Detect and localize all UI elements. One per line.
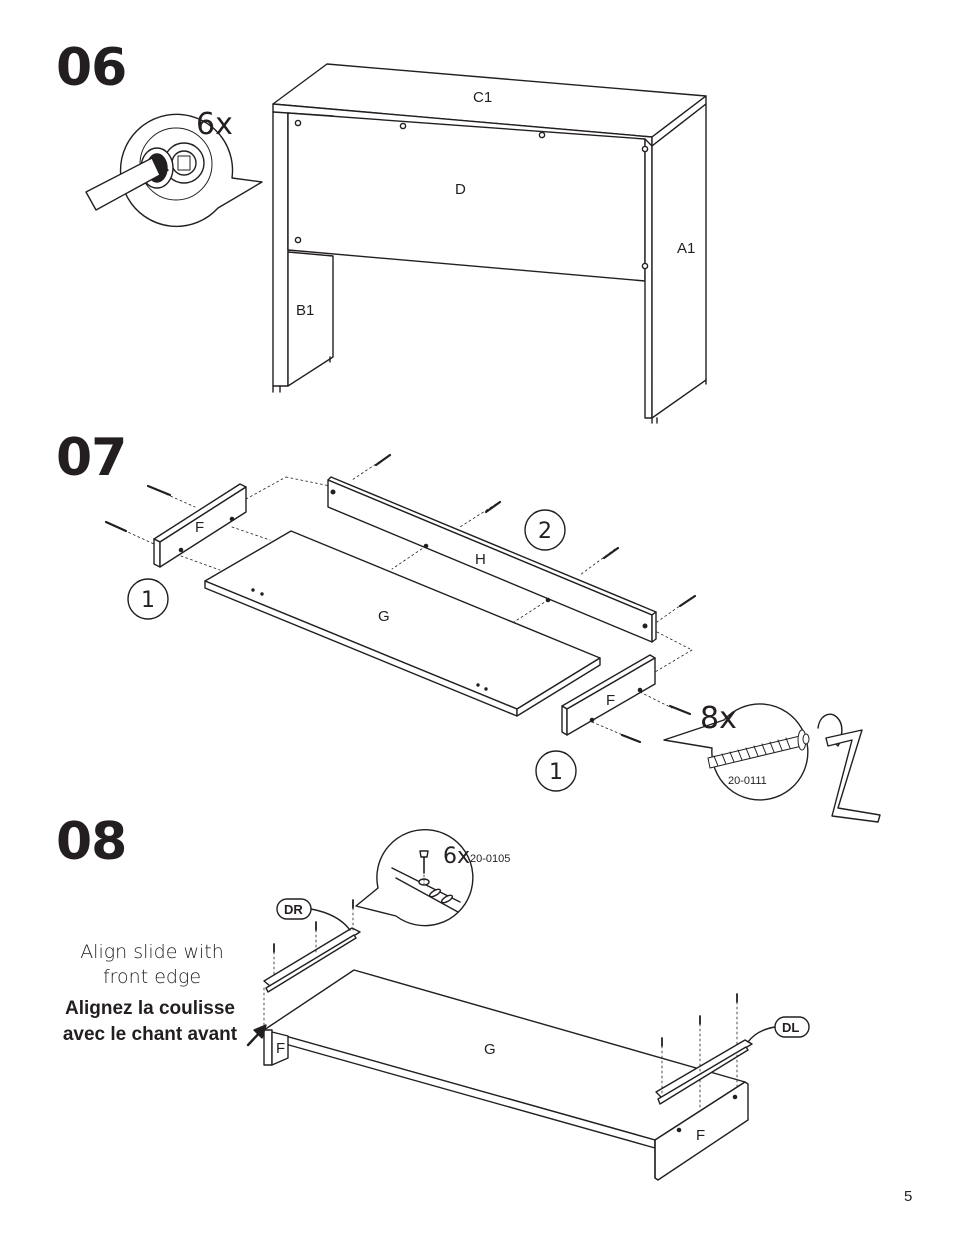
- page-number: 5: [904, 1188, 913, 1205]
- label-f-right-08: F: [696, 1127, 705, 1144]
- label-d: D: [455, 181, 466, 198]
- callout-1a: 1: [141, 588, 155, 613]
- label-dl: DL: [782, 1020, 799, 1035]
- step-07-base-drawing: F H G F 1 2 1 8x 20-0111: [104, 453, 881, 823]
- slide-screw-detail: [355, 828, 474, 927]
- step-08-quantity: 6x: [443, 844, 470, 869]
- step-08-slides-drawing: DR DL F G F 6x 20-0105: [246, 828, 810, 1181]
- callout-2: 2: [538, 519, 552, 544]
- panel-g-base: [204, 530, 601, 710]
- callout-circle-1b: [535, 750, 577, 792]
- bolt-detail: [663, 703, 881, 823]
- label-g-08: G: [484, 1041, 496, 1058]
- panel-b1: [272, 111, 289, 387]
- step-number-07: 07: [56, 428, 127, 488]
- step-08-part-code: 20-0105: [470, 853, 510, 865]
- cam-lock-detail: [85, 113, 263, 228]
- step-number-06: 06: [56, 38, 127, 98]
- align-note-french: Alignez la coulisse avec le chant avant: [62, 998, 238, 1045]
- step-07-quantity: 8x: [700, 701, 737, 736]
- label-f-left-08: F: [276, 1040, 285, 1057]
- label-a1: A1: [677, 240, 695, 257]
- label-h: H: [475, 551, 486, 568]
- callout-circle-1a: [127, 578, 169, 620]
- label-b1: B1: [296, 302, 314, 319]
- panel-d: [287, 112, 646, 282]
- label-c1: C1: [473, 89, 492, 106]
- slide-left: [655, 1039, 753, 1105]
- slide-right: [263, 927, 361, 993]
- label-f-left: F: [195, 519, 204, 536]
- step-06-quantity: 6x: [196, 107, 233, 142]
- panel-f-left-08: [263, 1029, 273, 1066]
- step-06-desk-drawing: C1 D A1 B1 6x: [85, 63, 707, 424]
- label-f-right: F: [606, 692, 615, 709]
- step-number-08: 08: [56, 812, 127, 872]
- step-07-part-code: 20-0111: [728, 775, 767, 787]
- callout-1b: 1: [549, 760, 563, 785]
- panel-a1: [644, 138, 653, 419]
- callout-circle-2: [524, 509, 566, 551]
- label-dr: DR: [284, 902, 303, 917]
- label-g: G: [378, 608, 390, 625]
- align-note-english: Align slide with front edge: [80, 941, 224, 988]
